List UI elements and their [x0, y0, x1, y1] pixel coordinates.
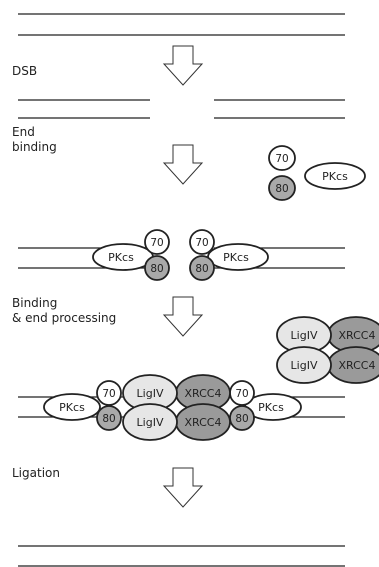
dna-repaired: [18, 545, 345, 567]
pkcs-label: PKcs: [223, 251, 249, 264]
down-arrow-icon: [162, 45, 204, 86]
step-label-line: binding: [12, 140, 57, 154]
ku80-label: 80: [150, 263, 163, 275]
pkcs-left: [43, 393, 101, 421]
ku70-label: 70: [235, 388, 248, 400]
ku80-left: [96, 405, 122, 431]
dna-broken: [18, 99, 345, 119]
step-label-ligation: Ligation: [12, 466, 60, 480]
ligiv-label: LigIV: [137, 387, 164, 400]
ku80-label: 80: [235, 413, 248, 425]
ku70-right: [189, 229, 215, 255]
ku80-label: 80: [275, 183, 288, 195]
step-label-binding-end-processing: Binding & end processing: [12, 296, 116, 325]
ku80-free: [268, 175, 296, 201]
ligiv-label: LigIV: [291, 359, 318, 372]
ku80-label: 80: [102, 413, 115, 425]
ligiv-bound: [122, 403, 178, 441]
dna-intact: [18, 13, 345, 36]
xrcc4-label: XRCC4: [339, 329, 376, 342]
ku80-label: 80: [195, 263, 208, 275]
pkcs-label: PKcs: [258, 401, 284, 414]
down-arrow-icon: [162, 144, 204, 185]
ku70-left: [96, 380, 122, 406]
ku80-right: [189, 255, 215, 281]
pkcs-label: PKcs: [108, 251, 134, 264]
pkcs-label: PKcs: [59, 401, 85, 414]
ku70-label: 70: [150, 237, 163, 249]
step-label-dsb: DSB: [12, 64, 37, 78]
ligiv-label: LigIV: [137, 416, 164, 429]
xrcc4-label: XRCC4: [185, 387, 222, 400]
pkcs-free: [304, 162, 366, 190]
step-label-line: & end processing: [12, 311, 116, 325]
ku70-label: 70: [275, 153, 288, 165]
free-proteins: 70 80 PKcs: [268, 145, 366, 201]
xrcc4-label: XRCC4: [339, 359, 376, 372]
step-label-line: Binding: [12, 296, 57, 310]
down-arrow-icon: [162, 296, 204, 337]
ku70-left: [144, 229, 170, 255]
xrcc4-label: XRCC4: [185, 416, 222, 429]
ligiv-label: LigIV: [291, 329, 318, 342]
ku70-label: 70: [102, 388, 115, 400]
dna-ku-bound: PKcs 70 80 PKcs 70 80: [18, 229, 345, 281]
ku70-label: 70: [195, 237, 208, 249]
free-ligiv-xrcc4: XRCC4 LigIV XRCC4 LigIV: [276, 316, 379, 384]
step-label-end-binding: End binding: [12, 125, 57, 154]
ligiv-free: [276, 346, 332, 384]
ku70-free: [268, 145, 296, 171]
down-arrow-icon: [162, 467, 204, 508]
pkcs-label: PKcs: [322, 170, 348, 183]
step-label-line: End: [12, 125, 35, 139]
ku80-left: [144, 255, 170, 281]
dna-full-complex: PKcs 70 80 PKcs 70 80 XRCC4 LigIV XRCC4 …: [18, 374, 345, 441]
